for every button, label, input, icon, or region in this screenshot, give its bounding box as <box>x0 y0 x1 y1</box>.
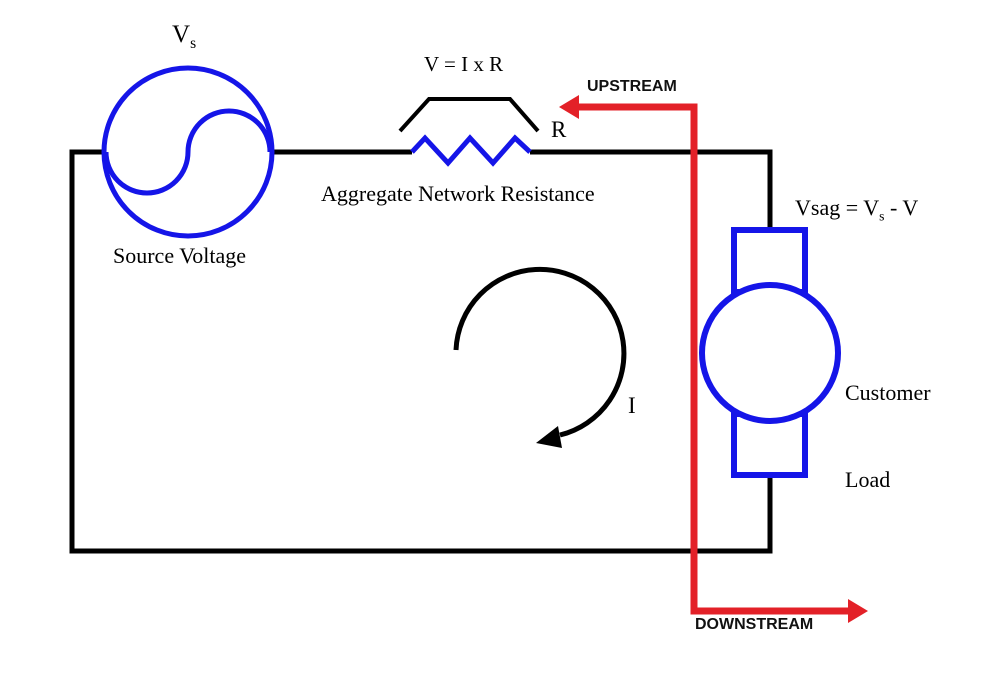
upstream-label: UPSTREAM <box>587 78 677 95</box>
upstream-downstream-line <box>576 103 850 615</box>
vsag-equation: Vsag = Vs - V <box>795 195 919 224</box>
load-circle <box>699 282 841 424</box>
downstream-label: DOWNSTREAM <box>695 616 814 633</box>
resistor-brace <box>398 97 540 133</box>
customer-load-caption: Customer Load <box>845 380 931 492</box>
current-symbol-label: I <box>628 393 636 418</box>
downstream-arrowhead-icon <box>848 599 868 623</box>
top-wire-right-segment <box>530 149 773 230</box>
circuit-loop-wire <box>69 149 773 554</box>
current-direction-arc <box>453 266 627 438</box>
sine-wave-icon <box>103 108 273 196</box>
aggregate-resistance-caption: Aggregate Network Resistance <box>321 181 595 206</box>
resistor-zigzag-symbol <box>410 134 532 167</box>
resistance-symbol-label: R <box>551 117 567 142</box>
current-arrowhead-icon <box>536 426 562 448</box>
source-voltage-caption: Source Voltage <box>113 243 246 268</box>
source-voltage-symbol-label: Vs <box>172 21 197 52</box>
ohms-law-equation: V = I x R <box>424 52 504 76</box>
upstream-arrowhead-icon <box>559 95 579 119</box>
